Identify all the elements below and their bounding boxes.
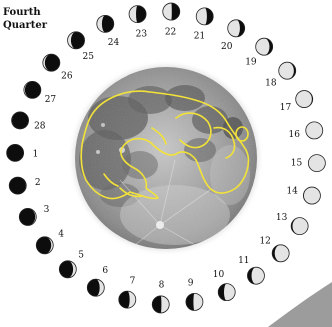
phase-day-label: 3: [44, 205, 50, 215]
phase-moon-6: 6: [87, 266, 108, 296]
phase-day-label: 6: [102, 266, 108, 276]
phase-day-label: 26: [61, 72, 73, 82]
phase-day-label: 2: [35, 178, 41, 188]
phase-moon-17: 17: [280, 91, 313, 113]
phase-moon-23: 23: [129, 6, 147, 40]
phase-lit: [196, 8, 207, 25]
phase-moon-3: 3: [19, 205, 49, 225]
phase-moon-9: 9: [186, 278, 203, 310]
phase-day-label: 18: [265, 78, 277, 88]
phase-moon-20: 20: [221, 20, 245, 52]
phase-day-label: 19: [245, 58, 257, 68]
phase-moon-21: 21: [194, 8, 213, 42]
phase-moon-18: 18: [265, 62, 296, 88]
phase-day-label: 1: [33, 150, 39, 160]
phase-day-label: 22: [165, 27, 176, 37]
phase-moon-27: 27: [24, 81, 57, 105]
phase-day-label: 14: [286, 186, 298, 196]
phase-day-label: 10: [213, 270, 225, 280]
phase-moon-8: 8: [152, 281, 169, 313]
phase-day-label: 11: [238, 256, 249, 266]
phase-lit: [161, 296, 170, 313]
phase-day-label: 23: [136, 30, 148, 40]
phase-moon-7: 7: [119, 276, 136, 308]
phase-moon-2: 2: [9, 177, 40, 194]
phase-moon-1: 1: [7, 144, 39, 161]
phase-moon-19: 19: [245, 38, 272, 68]
phase-lit: [224, 284, 235, 301]
phase-moon-26: 26: [43, 54, 73, 81]
phase-day-label: 17: [280, 103, 292, 113]
phase-day-label: 5: [78, 250, 84, 260]
phase-moon-15: 15: [291, 155, 326, 172]
phase-day-label: 15: [291, 158, 303, 168]
phase-day-label: 27: [45, 95, 57, 105]
phase-day-label: 21: [194, 32, 205, 42]
phase-moon-28: 28: [12, 112, 46, 132]
phase-day-label: 9: [188, 278, 194, 288]
phase-moon-10: 10: [213, 270, 235, 301]
phase-moon-14: 14: [286, 186, 320, 204]
phase-day-label: 7: [130, 276, 136, 286]
phase-lit: [228, 20, 240, 37]
phase-day-label: 13: [276, 213, 288, 223]
corner-shadow: [268, 282, 332, 327]
phase-day-label: 16: [288, 130, 300, 140]
phase-moon-11: 11: [238, 256, 264, 284]
phase-moon-16: 16: [288, 122, 322, 140]
phase-moon-5: 5: [59, 250, 84, 278]
phase-day-label: 20: [221, 42, 233, 52]
phase-day-label: 4: [58, 230, 64, 240]
phase-moon-24: 24: [97, 15, 120, 48]
phase-day-label: 8: [159, 281, 165, 291]
phase-day-label: 25: [82, 52, 94, 62]
phase-moon-25: 25: [68, 32, 95, 62]
phase-moon-4: 4: [36, 230, 64, 254]
phase-lit: [193, 293, 203, 310]
phase-day-label: 12: [259, 236, 270, 246]
phase-day-label: 28: [34, 122, 46, 132]
phase-moon-22: 22: [163, 3, 180, 37]
phase-moon-12: 12: [259, 236, 289, 261]
phase-day-label: 24: [108, 38, 120, 48]
full-moon-photo: [73, 65, 259, 251]
phase-moon-13: 13: [276, 213, 308, 235]
